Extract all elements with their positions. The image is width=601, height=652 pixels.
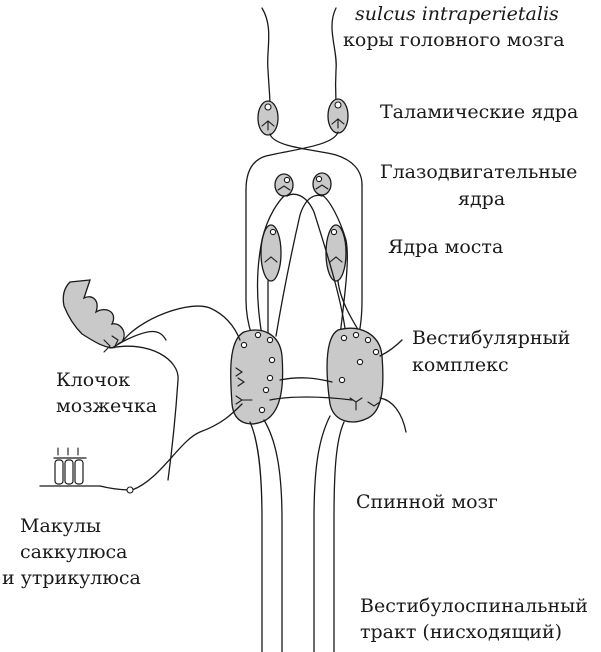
- thalamic-crossing: [245, 131, 363, 191]
- spinal-cord-label: Спинной мозг: [356, 491, 498, 513]
- maculae-label-2: саккулюса: [20, 541, 127, 563]
- cortex-sulcus-label: sulcus intraperietalis: [355, 3, 559, 25]
- maculae-label-1: Макулы: [20, 515, 101, 537]
- maculae: [39, 447, 101, 487]
- flocculus-fibers: [109, 305, 241, 481]
- oculomotor-label-2: ядра: [458, 188, 505, 210]
- maculae-label-3: и утрикулюса: [2, 567, 141, 589]
- vestibulospinal-tract: [249, 415, 345, 652]
- thalamic-nuclei: [257, 98, 349, 136]
- cortex-label: коры головного мозга: [343, 29, 565, 51]
- flocculus-label-2: мозжечка: [56, 395, 157, 417]
- cerebellar-flocculus: [62, 279, 125, 353]
- pons-label: Ядра моста: [388, 236, 503, 258]
- labels: sulcus intraperietalis коры головного мо…: [2, 3, 588, 643]
- thalamus-label: Таламические ядра: [380, 101, 578, 123]
- macular-afferent-fiber: [99, 403, 243, 494]
- pontine-nuclei: [260, 224, 347, 282]
- tract-label-1: Вестибулоспинальный: [360, 595, 588, 617]
- vestibular-label-2: комплекс: [412, 354, 509, 376]
- flocculus-label-1: Клочок: [56, 369, 130, 391]
- right-fibers: [379, 339, 407, 433]
- oculomotor-label-1: Глазодвигательные: [380, 161, 577, 183]
- cortex-fibers: [261, 7, 337, 105]
- vestibular-label-1: Вестибулярный: [412, 327, 570, 349]
- vestibular-complex: [230, 327, 384, 425]
- tract-label-2: тракт (нисходящий): [360, 621, 562, 643]
- oculomotor-nuclei: [274, 172, 332, 197]
- commissural-fibers: [269, 377, 353, 401]
